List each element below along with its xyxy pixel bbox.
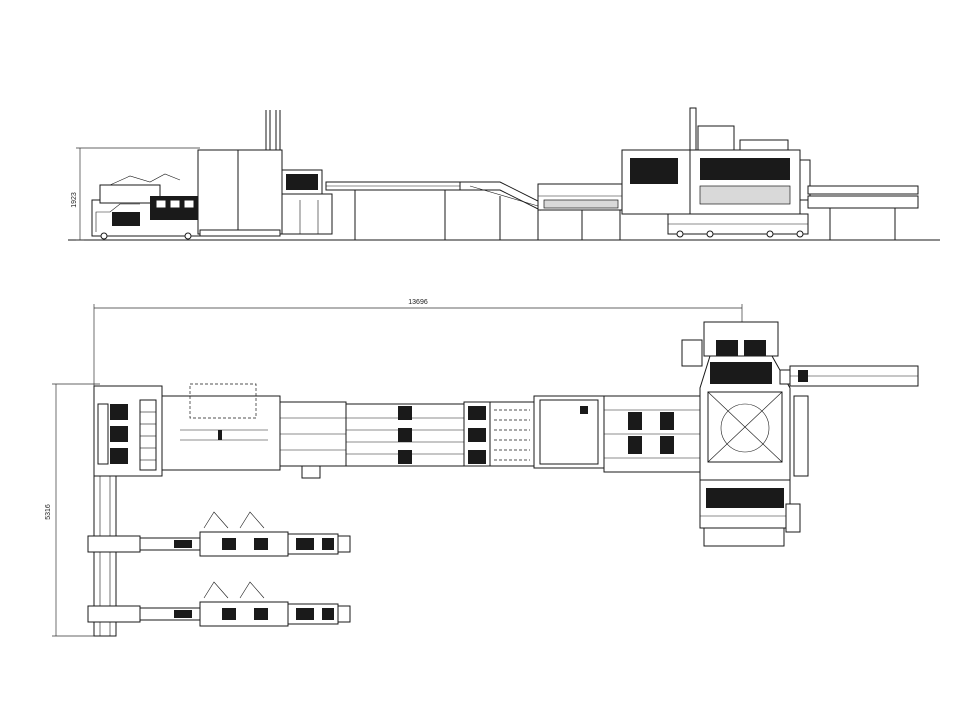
height-dimension: 1923 [71,147,200,241]
side-mid-station [537,183,625,240]
side-feeder-unit [91,173,201,240]
height-dimension-label: 1923 [71,192,78,208]
length-dimension: 13696 [93,299,743,390]
length-dimension-label: 13696 [408,299,428,306]
side-hopper [281,169,333,235]
side-main-machine [621,107,811,238]
plan-outfeed-conveyor [789,365,919,387]
side-outfeed-conveyor [807,185,919,240]
plan-main-line [161,383,701,479]
side-cabinet [197,110,283,237]
plan-forming-line-2 [87,581,351,627]
width-dimension-label: 5316 [45,504,52,520]
side-elevation-view: 1923 [68,107,940,241]
plan-forming-line-1 [87,511,351,557]
plan-main-machine [681,321,809,547]
width-dimension: 5316 [45,383,100,637]
plan-transfer-rail [93,475,117,637]
plan-view: 13696 5316 [45,299,919,637]
side-conveyor [325,181,541,240]
plan-feeder-block [93,385,163,477]
